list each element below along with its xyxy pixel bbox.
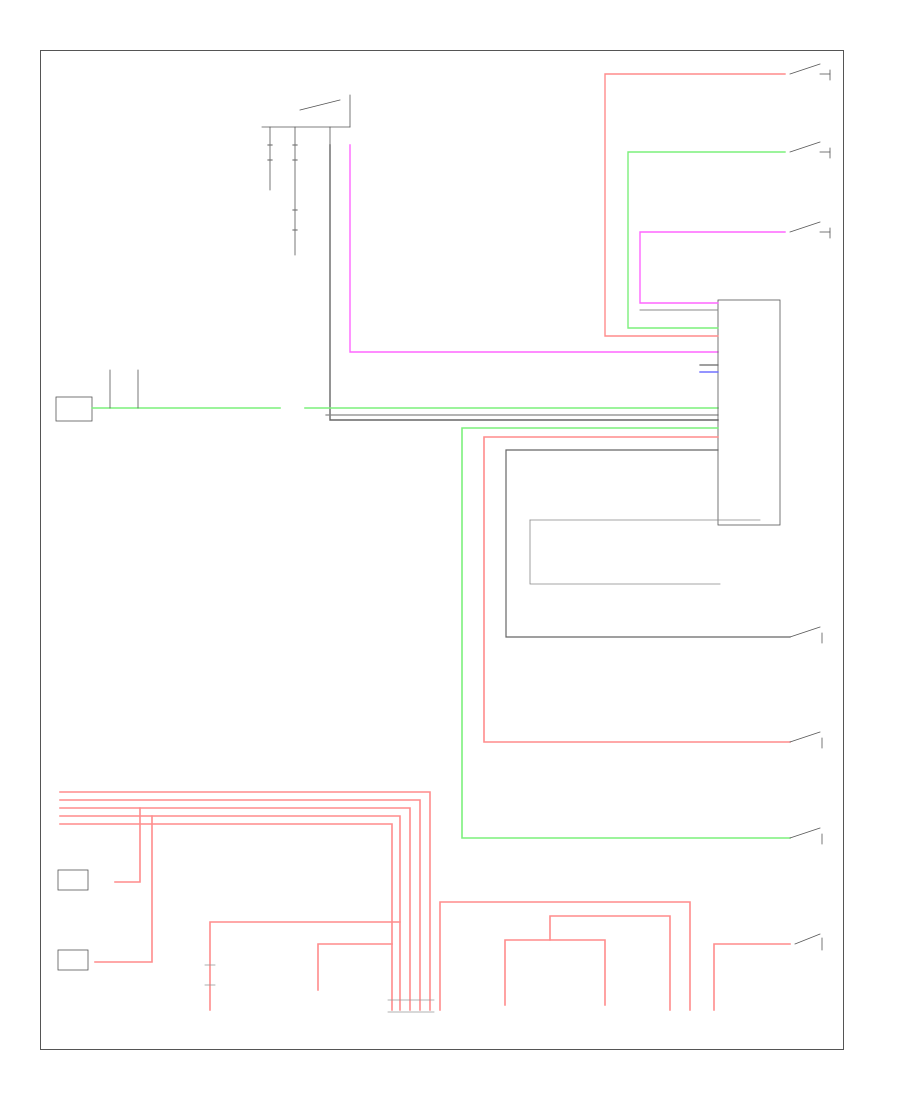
red-wire-top-right (604, 73, 786, 337)
ecu-block (717, 299, 781, 526)
green-wire-lower (461, 427, 791, 839)
red-wire-bottom-center-1 (209, 921, 401, 1011)
gray-wire-lower (505, 449, 791, 638)
top-switch-assembly (261, 94, 351, 256)
red-wire-bottom-right-2 (549, 915, 671, 1011)
magenta-wire-top (349, 144, 719, 353)
red-wire-bottom-right-1 (439, 901, 691, 1011)
green-wire-top-right (627, 151, 786, 329)
top-switch-connectors (267, 144, 298, 231)
red-wire-bottom-right-4 (713, 943, 791, 1011)
lower-left-component-1 (57, 869, 89, 891)
switch-symbols-lower-right (789, 626, 823, 845)
switch-symbol-bottom-right (794, 933, 823, 951)
bottom-left-red-bundle (59, 791, 431, 1011)
red-wire-to-lower-left-1 (114, 807, 141, 883)
magenta-wire-top-right (639, 231, 786, 304)
lower-left-component-2 (57, 949, 89, 971)
gray-wire-top (329, 144, 719, 421)
red-wire-bottom-center-2 (317, 943, 393, 991)
left-sensor-box (55, 396, 93, 422)
gray-wire-inner (529, 519, 721, 585)
switch-symbols-top-right (789, 63, 831, 239)
red-wire-to-lower-left-2 (94, 815, 153, 963)
red-wire-bottom-right-3 (504, 939, 606, 1006)
diagram-frame (40, 50, 844, 1050)
bottom-connector-ticks (204, 964, 435, 1013)
red-wire-lower (483, 436, 791, 743)
